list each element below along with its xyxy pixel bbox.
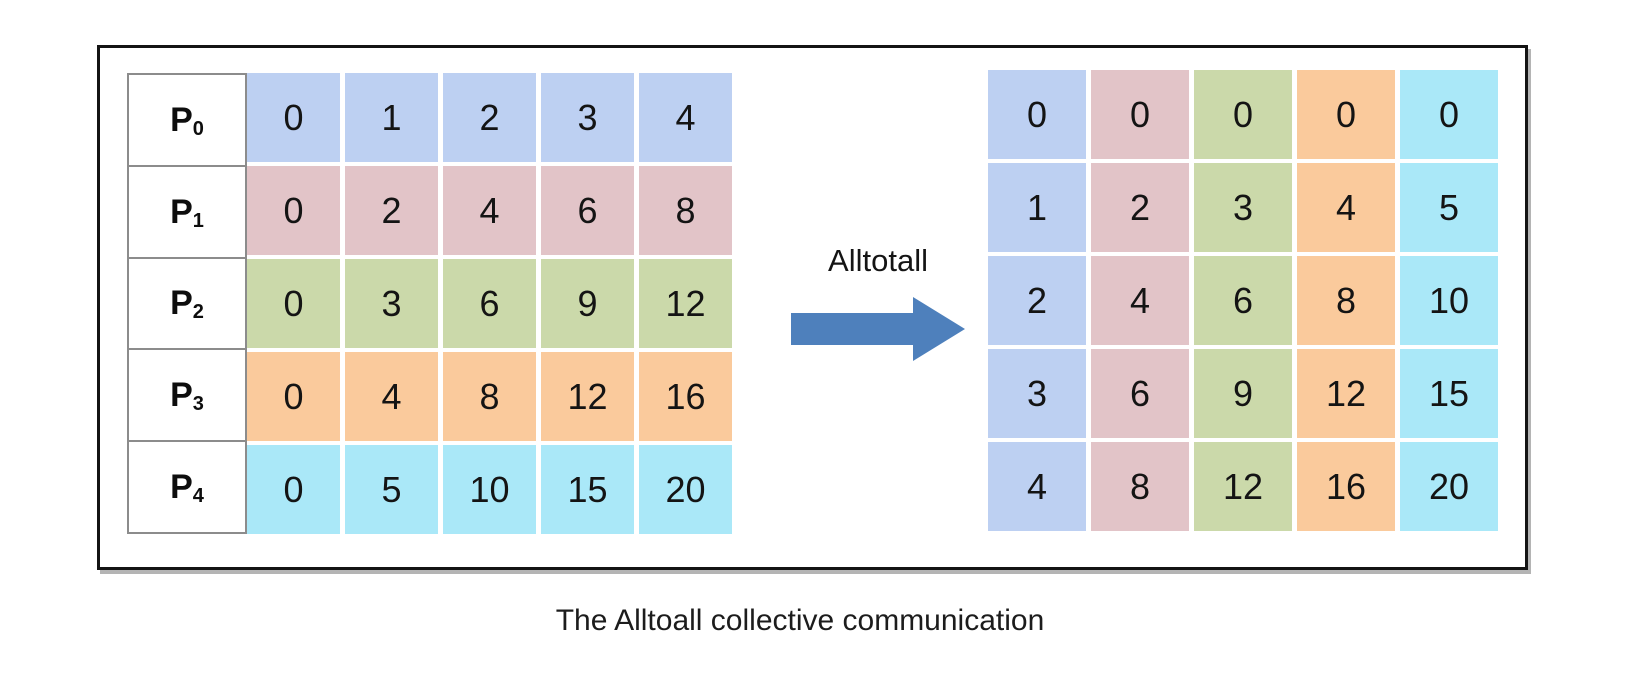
left-cell-r1c3: 6 xyxy=(541,166,634,255)
right-cell-r0c4: 0 xyxy=(1400,70,1498,159)
left-cell-r3c3: 12 xyxy=(541,352,634,441)
right-cell-r3c2: 9 xyxy=(1194,349,1292,438)
right-cell-r2c1: 4 xyxy=(1091,256,1189,345)
right-cell-r2c4: 10 xyxy=(1400,256,1498,345)
process-letter: P xyxy=(170,100,193,139)
left-cell-r1c0: 0 xyxy=(247,166,340,255)
left-cell-r1c2: 4 xyxy=(443,166,536,255)
left-cell-r1c1: 2 xyxy=(345,166,438,255)
left-cell-r4c1: 5 xyxy=(345,445,438,534)
left-cell-r0c1: 1 xyxy=(345,73,438,162)
right-cell-r4c1: 8 xyxy=(1091,442,1189,531)
left-cell-r4c3: 15 xyxy=(541,445,634,534)
right-cell-r3c4: 15 xyxy=(1400,349,1498,438)
left-cell-r4c4: 20 xyxy=(639,445,732,534)
process-letter: P xyxy=(170,192,193,231)
left-cell-r3c4: 16 xyxy=(639,352,732,441)
right-cell-r3c1: 6 xyxy=(1091,349,1189,438)
figure-caption: The Alltoall collective communication xyxy=(555,604,1045,637)
left-cell-r3c2: 8 xyxy=(443,352,536,441)
left-cell-r0c3: 3 xyxy=(541,73,634,162)
right-cell-r0c3: 0 xyxy=(1297,70,1395,159)
left-cell-r4c0: 0 xyxy=(247,445,340,534)
right-cell-r4c0: 4 xyxy=(988,442,1086,531)
process-index: 3 xyxy=(192,393,204,416)
right-cell-r1c0: 1 xyxy=(988,163,1086,252)
right-cell-r3c0: 3 xyxy=(988,349,1086,438)
process-letter: P xyxy=(170,376,193,415)
left-cell-r3c1: 4 xyxy=(345,352,438,441)
left-cell-r0c0: 0 xyxy=(247,73,340,162)
right-cell-r4c3: 16 xyxy=(1297,442,1395,531)
left-cell-r2c3: 9 xyxy=(541,259,634,348)
left-cell-r3c0: 0 xyxy=(247,352,340,441)
process-index: 0 xyxy=(192,117,204,140)
alltoall-arrow-block: Alltotall xyxy=(783,243,973,361)
right-cell-r0c1: 0 xyxy=(1091,70,1189,159)
right-cell-r1c4: 5 xyxy=(1400,163,1498,252)
right-cell-r2c2: 6 xyxy=(1194,256,1292,345)
right-cell-r3c3: 12 xyxy=(1297,349,1395,438)
left-cell-r2c0: 0 xyxy=(247,259,340,348)
process-index: 2 xyxy=(192,301,204,324)
right-cell-r2c0: 2 xyxy=(988,256,1086,345)
arrow-label: Alltotall xyxy=(828,243,928,278)
right-arrow-shape xyxy=(791,297,965,361)
left-cell-r0c4: 4 xyxy=(639,73,732,162)
left-cell-r1c4: 8 xyxy=(639,166,732,255)
left-cell-r2c2: 6 xyxy=(443,259,536,348)
right-cell-r1c3: 4 xyxy=(1297,163,1395,252)
process-index: 1 xyxy=(192,209,204,232)
left-cell-r0c2: 2 xyxy=(443,73,536,162)
left-cell-r4c2: 10 xyxy=(443,445,536,534)
right-arrow-icon xyxy=(791,297,965,361)
process-letter: P xyxy=(170,284,193,323)
process-letter: P xyxy=(170,468,193,507)
left-cell-r2c1: 3 xyxy=(345,259,438,348)
right-cell-r2c3: 8 xyxy=(1297,256,1395,345)
right-cell-r1c2: 3 xyxy=(1194,163,1292,252)
process-index: 4 xyxy=(192,485,204,508)
left-cell-r2c4: 12 xyxy=(639,259,732,348)
right-cell-r4c4: 20 xyxy=(1400,442,1498,531)
right-cell-r0c2: 0 xyxy=(1194,70,1292,159)
right-cell-r0c0: 0 xyxy=(988,70,1086,159)
right-cell-r1c1: 2 xyxy=(1091,163,1189,252)
right-cell-r4c2: 12 xyxy=(1194,442,1292,531)
